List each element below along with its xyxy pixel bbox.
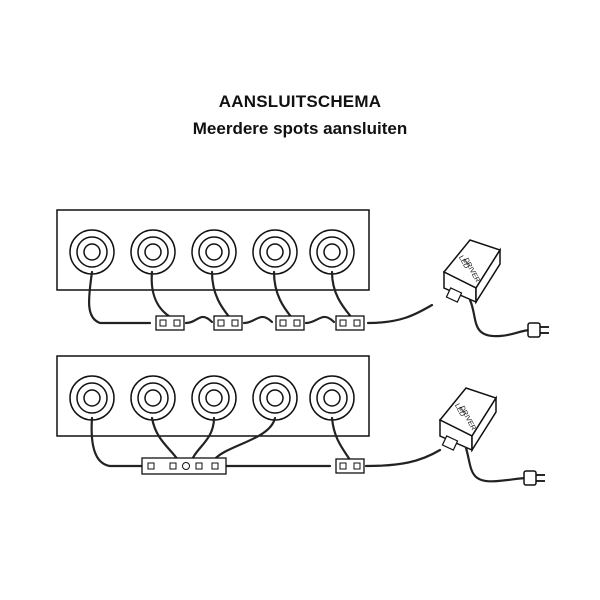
connector-end xyxy=(335,458,365,474)
spot-1 xyxy=(69,375,115,421)
spot-5 xyxy=(309,375,355,421)
plug-top xyxy=(527,322,549,338)
spot-2 xyxy=(130,229,176,275)
spot-4 xyxy=(252,375,298,421)
spot-3 xyxy=(191,375,237,421)
connector-4 xyxy=(335,315,365,331)
spot-5 xyxy=(309,229,355,275)
diagram-bottom: LED DRIVER xyxy=(56,355,545,486)
junction-block xyxy=(141,457,227,475)
connector-1 xyxy=(155,315,185,331)
power-cable-bottom xyxy=(464,446,530,483)
diagram-subtitle: Meerdere spots aansluiten xyxy=(192,119,408,138)
spot-4 xyxy=(252,229,298,275)
spot-3 xyxy=(191,229,237,275)
spot-2 xyxy=(130,375,176,421)
led-driver-top: LED DRIVER xyxy=(442,239,502,305)
diagram-title: AANSLUITSCHEMA xyxy=(218,92,382,111)
spot-1 xyxy=(69,229,115,275)
wires-bottom xyxy=(90,416,442,468)
plug-bottom xyxy=(523,470,545,486)
led-driver-bottom: LED DRIVER xyxy=(438,387,498,453)
diagram-top: LED DRIVER xyxy=(56,209,549,338)
connector-2 xyxy=(213,315,243,331)
power-cable-top xyxy=(468,298,534,338)
connector-3 xyxy=(275,315,305,331)
